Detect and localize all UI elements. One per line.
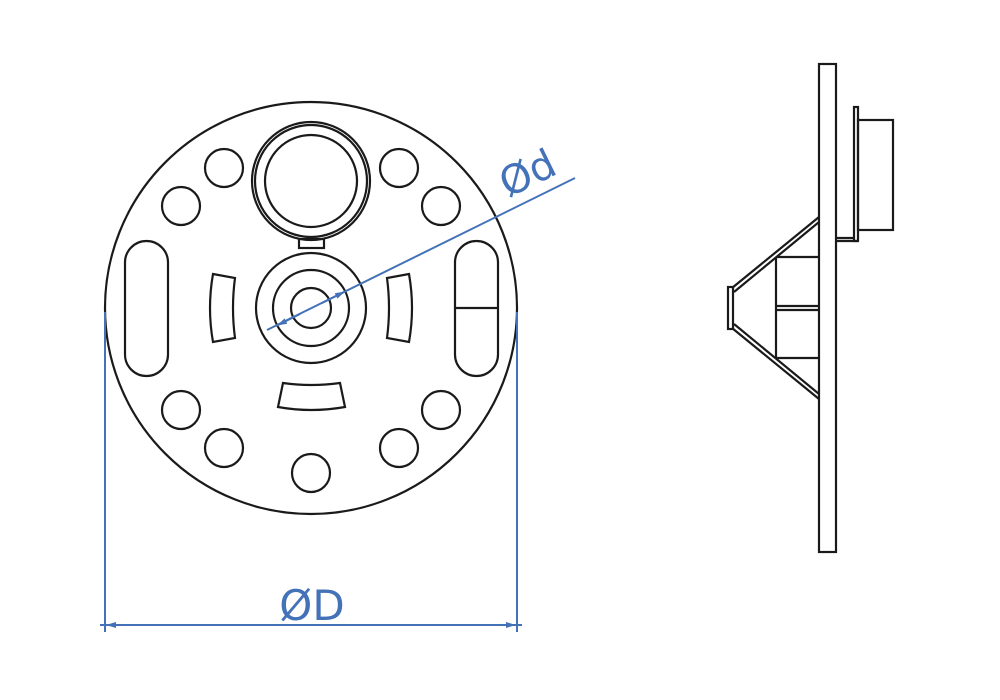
plate-profile xyxy=(817,62,838,554)
cap-profile xyxy=(856,118,895,232)
center-hub xyxy=(254,251,368,365)
front-view xyxy=(103,100,519,516)
long-slots xyxy=(123,239,500,378)
side-view xyxy=(726,62,895,554)
small-holes xyxy=(160,147,462,494)
inner-diameter-label: Ød xyxy=(492,141,563,207)
top-cap xyxy=(250,120,372,250)
outer-disc xyxy=(103,100,519,516)
dimension-inner-diameter: Ød xyxy=(266,141,576,331)
outer-diameter-label: ØD xyxy=(279,581,344,630)
arc-slots xyxy=(208,272,414,412)
cone-profile xyxy=(726,216,820,400)
dimension-outer-diameter: ØD xyxy=(100,312,522,632)
